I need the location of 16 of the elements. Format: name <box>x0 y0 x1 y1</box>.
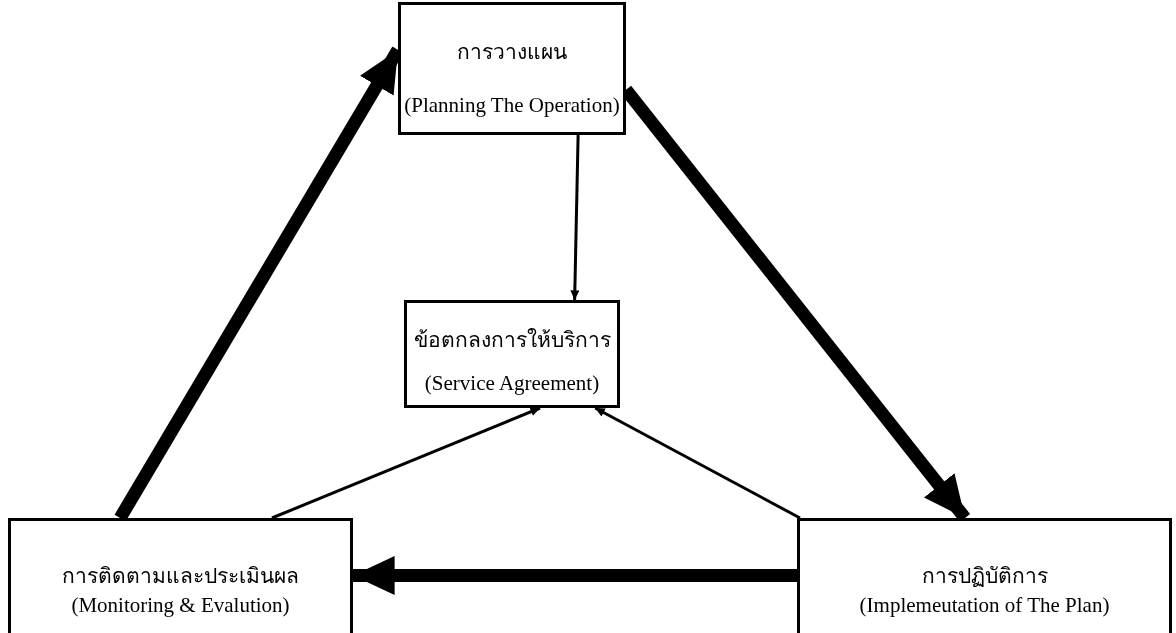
node-subtitle: (Service Agreement) <box>423 371 601 396</box>
process-box <box>398 2 626 135</box>
node-subtitle: (Implemeutation of The Plan) <box>858 593 1111 618</box>
node-subtitle: (Planning The Operation) <box>403 93 621 118</box>
node-subtitle: (Monitoring & Evalution) <box>70 593 291 618</box>
process-box <box>8 518 353 633</box>
arrow <box>594 406 801 520</box>
node-title: การปฏิบัติการ <box>920 563 1049 590</box>
arrow <box>271 406 541 520</box>
node-title: ข้อตกลงการให้บริการ <box>412 327 612 354</box>
process-box <box>797 518 1172 633</box>
arrow <box>570 134 580 301</box>
arrow <box>353 556 797 595</box>
process-box <box>404 300 620 408</box>
node-title: การติดตามและประเมินผล <box>61 563 300 590</box>
node-title: การวางแผน <box>456 39 568 66</box>
